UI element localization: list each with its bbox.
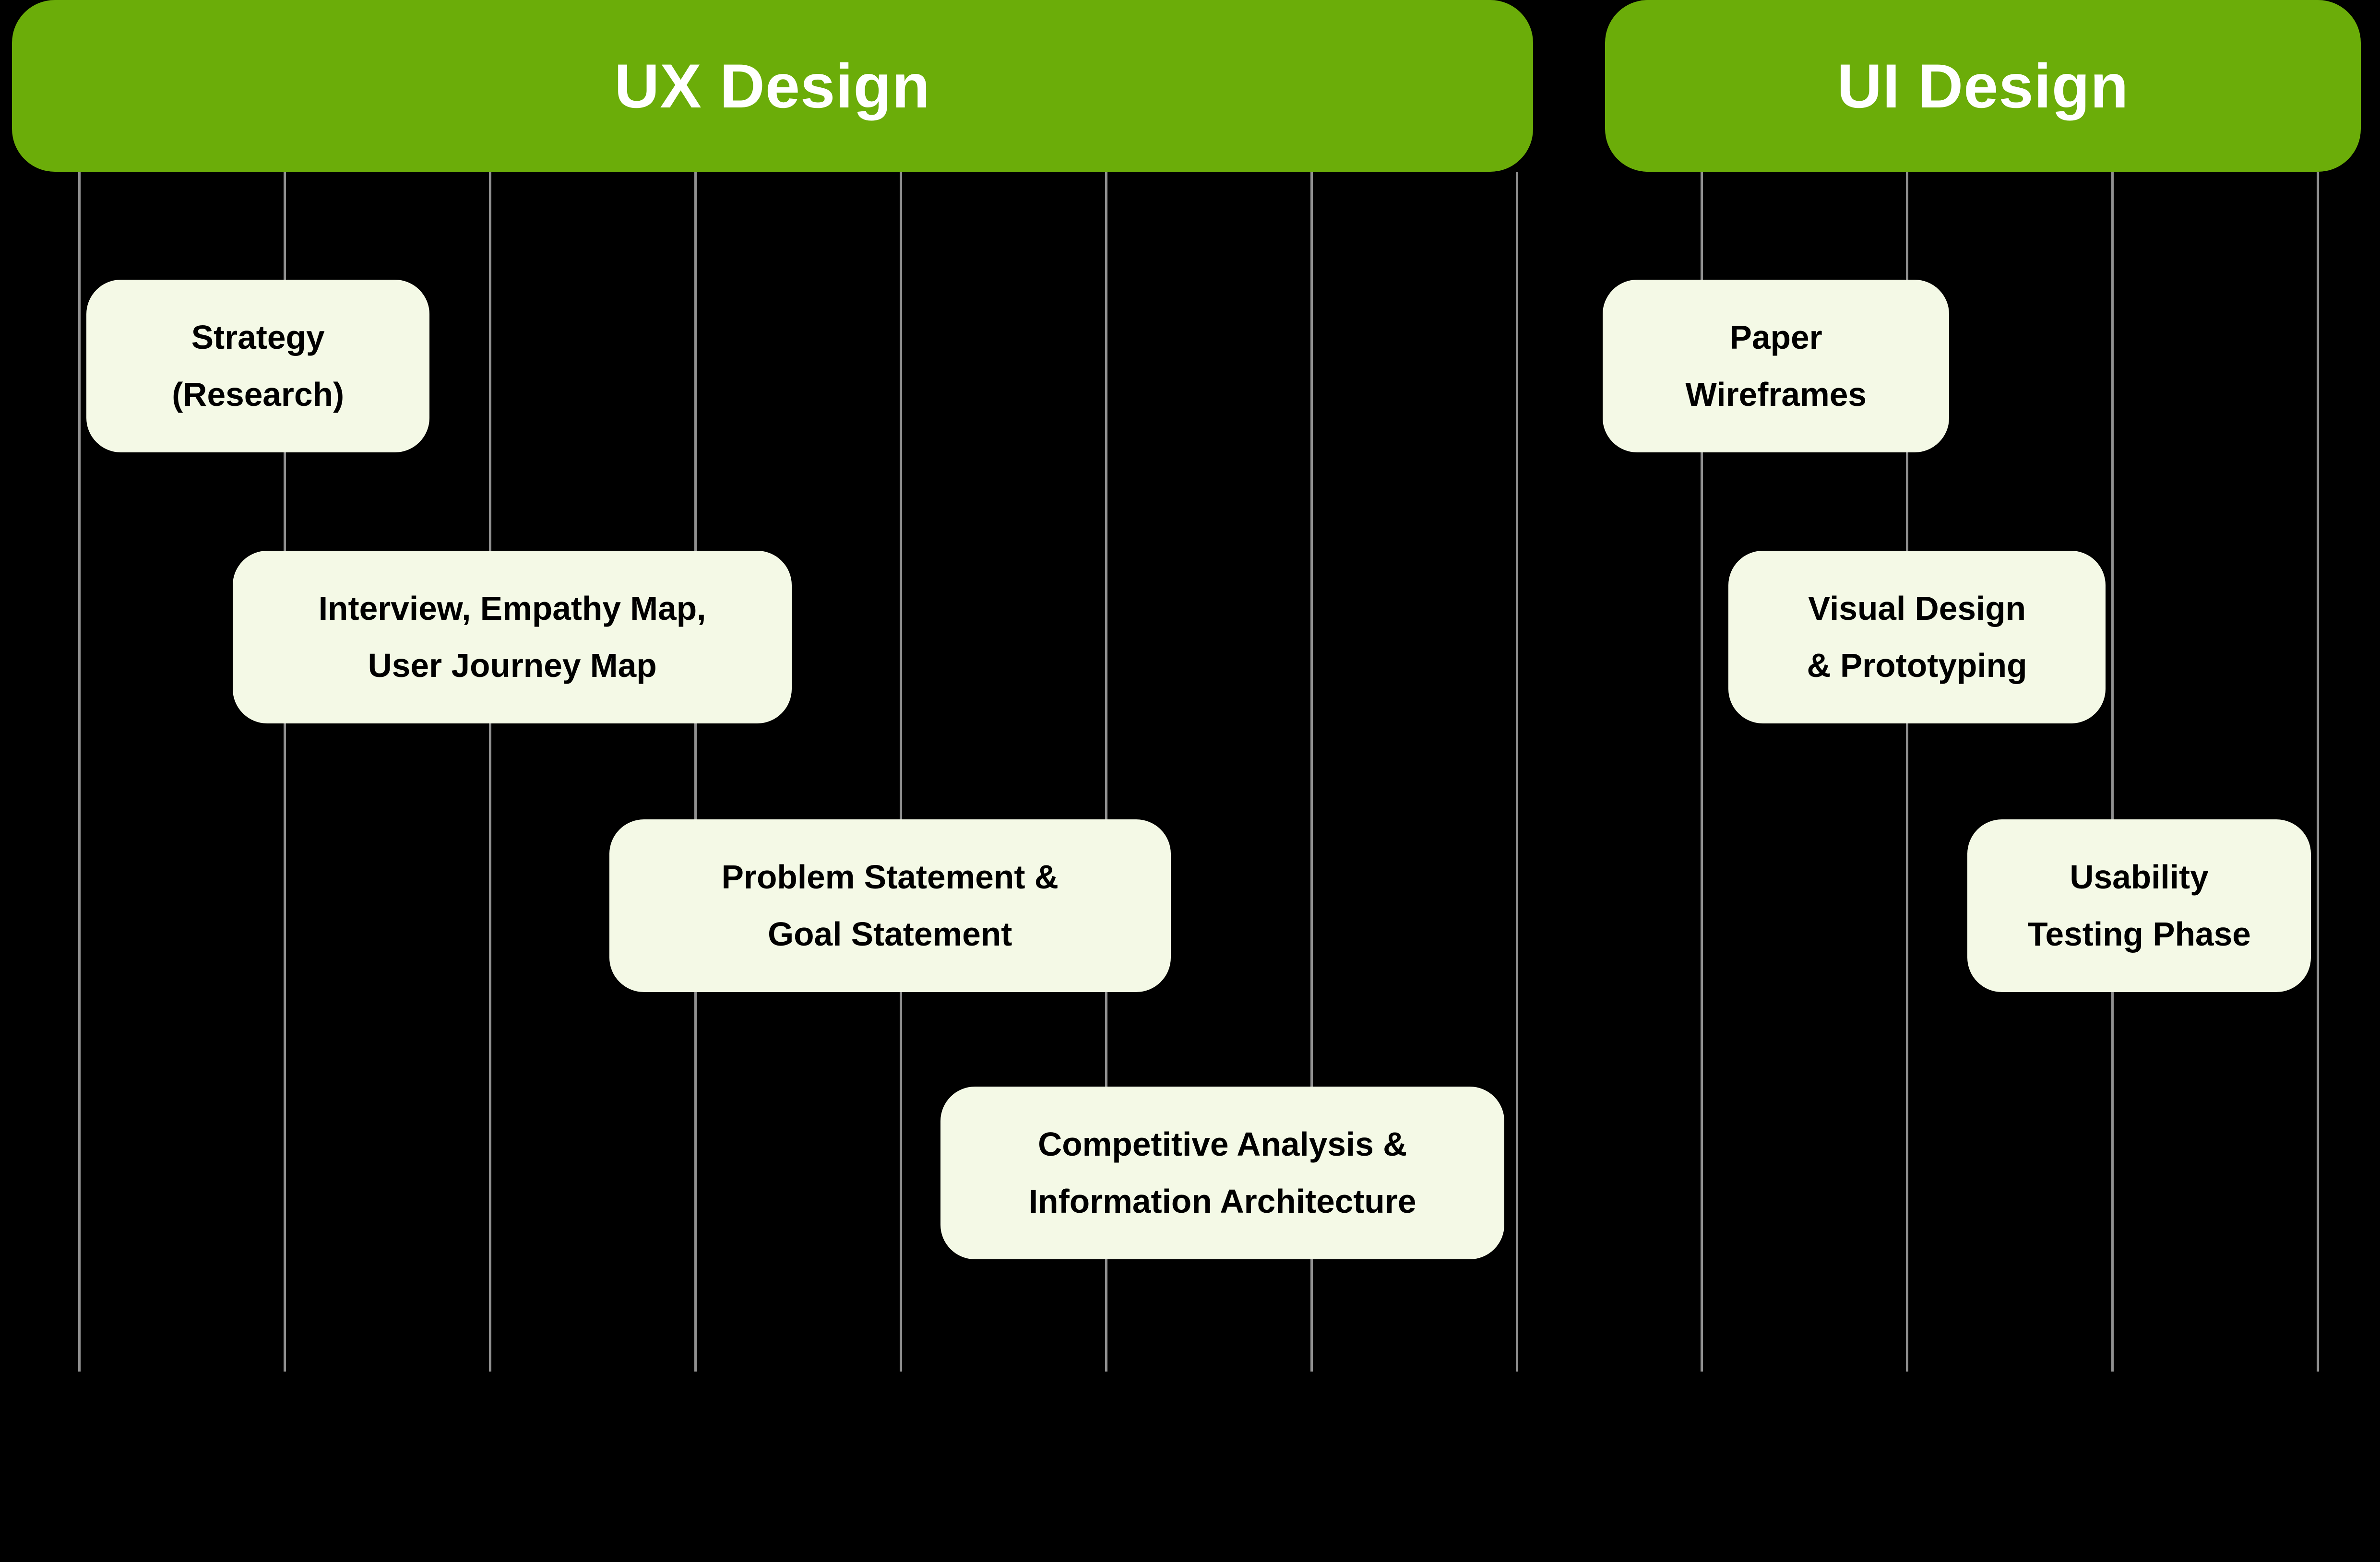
card-competitive-analysis-ia: Competitive Analysis & Information Archi… — [940, 1086, 1505, 1259]
card-line: Testing Phase — [2027, 915, 2251, 953]
gridline — [2111, 172, 2114, 1372]
card-interview-empathy-journey: Interview, Empathy Map, User Journey Map — [233, 551, 792, 724]
gridline — [1105, 172, 1108, 1372]
gridline — [78, 172, 81, 1372]
gridline — [284, 172, 286, 1372]
card-line: Visual Design — [1808, 590, 2026, 627]
card-paper-wireframes: Paper Wireframes — [1603, 279, 1950, 452]
card-line: Interview, Empathy Map, — [318, 590, 706, 627]
card-line: (Research) — [172, 375, 345, 413]
gridline — [1310, 172, 1313, 1372]
card-line: Information Architecture — [1028, 1182, 1416, 1220]
card-line: Strategy — [191, 318, 325, 356]
card-line: User Journey Map — [368, 647, 657, 685]
card-line: Competitive Analysis & — [1038, 1125, 1407, 1163]
card-line: Paper — [1729, 318, 1822, 356]
card-strategy-research: Strategy (Research) — [86, 279, 430, 452]
ux-design-header: UX Design — [12, 0, 1533, 172]
ui-design-header: UI Design — [1605, 0, 2361, 172]
gridline — [1905, 172, 1909, 1372]
card-line: Problem Statement & — [721, 858, 1059, 896]
card-line: Goal Statement — [768, 915, 1012, 953]
gridline — [2317, 172, 2320, 1372]
card-problem-goal-statement: Problem Statement & Goal Statement — [609, 819, 1171, 993]
card-usability-testing-phase: Usability Testing Phase — [1967, 819, 2311, 993]
gridline — [694, 172, 697, 1372]
card-line: Wireframes — [1685, 375, 1867, 413]
gridline — [1516, 172, 1519, 1372]
ui-design-header-label: UI Design — [1837, 51, 2129, 121]
gridline — [899, 172, 903, 1372]
gridline — [1700, 172, 1703, 1372]
gridline — [488, 172, 491, 1372]
card-visual-design-prototyping: Visual Design & Prototyping — [1728, 551, 2106, 724]
ux-design-header-label: UX Design — [614, 51, 931, 121]
card-line: Usability — [2070, 858, 2209, 896]
card-line: & Prototyping — [1807, 647, 2027, 685]
